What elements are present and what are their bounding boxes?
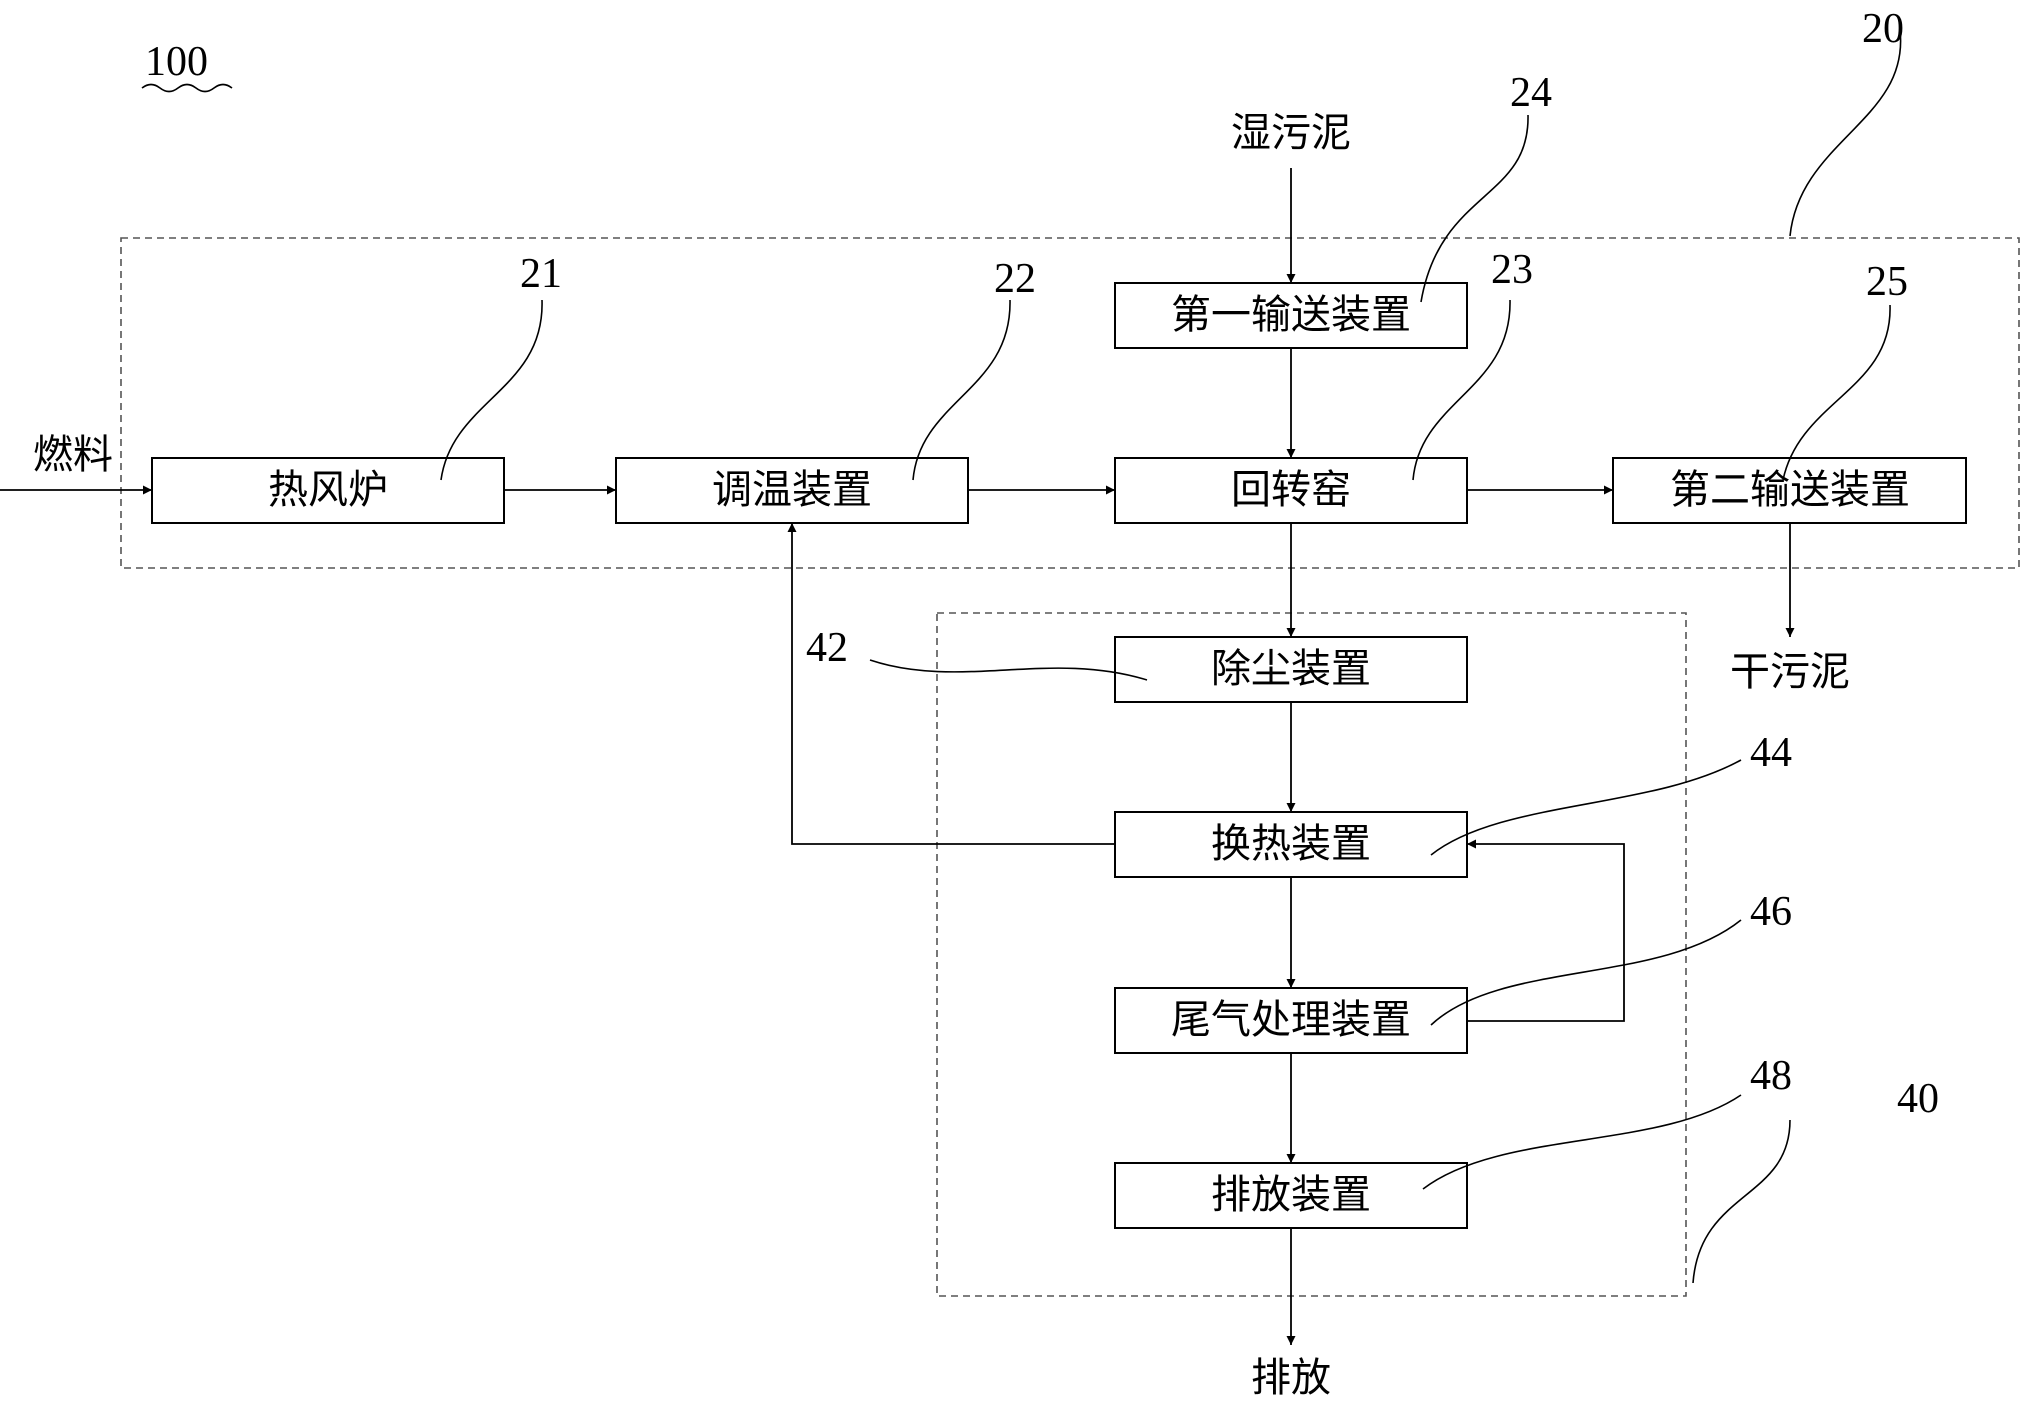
ref-46-leader	[1430, 919, 1742, 1026]
discharge-output-label: 排放	[1251, 1355, 1331, 1401]
ref-22-label: 22	[994, 256, 1036, 302]
ref-25-label: 25	[1866, 259, 1908, 305]
ref-24-label: 24	[1510, 70, 1552, 116]
ref-20-label: 20	[1862, 6, 1904, 52]
ref-40-leader	[1692, 1119, 1791, 1284]
ref-23-leader	[1412, 299, 1511, 481]
exhaust-treatment-label: 尾气处理装置	[1171, 997, 1411, 1043]
ref-22-leader	[912, 299, 1011, 481]
ref-21-label: 21	[520, 251, 562, 297]
first-conveyor-node: 第一输送装置	[1114, 282, 1468, 349]
wet-sludge-input-label: 湿污泥	[1231, 110, 1351, 156]
ref-21-leader	[440, 299, 543, 481]
exhaust-treatment-node: 尾气处理装置	[1114, 987, 1468, 1054]
temperature-regulator-label: 调温装置	[712, 467, 872, 513]
hot-air-furnace-label: 热风炉	[268, 467, 388, 513]
ref-24-leader	[1420, 114, 1529, 303]
figure-ref-underline	[141, 83, 233, 93]
fuel-input-label: 燃料	[33, 432, 113, 478]
figure-ref-label: 100	[145, 39, 208, 85]
ref-48-leader	[1422, 1094, 1742, 1190]
dry-sludge-output-label: 干污泥	[1730, 649, 1850, 695]
ref-42-label: 42	[806, 625, 848, 671]
dust-removal-label: 除尘装置	[1211, 646, 1371, 692]
hot-air-furnace-node: 热风炉	[151, 457, 505, 524]
first-conveyor-label: 第一输送装置	[1171, 292, 1411, 338]
discharge-device-node: 排放装置	[1114, 1162, 1468, 1229]
ref-44-label: 44	[1750, 730, 1792, 776]
heat-exchanger-node: 换热装置	[1114, 811, 1468, 878]
second-conveyor-node: 第二输送装置	[1612, 457, 1967, 524]
ref-20-leader	[1789, 29, 1902, 237]
second-conveyor-label: 第二输送装置	[1670, 467, 1910, 513]
drying-unit-group	[120, 237, 2020, 569]
ref-44-leader	[1430, 759, 1742, 856]
gas-treatment-group	[936, 612, 1687, 1297]
ref-46-label: 46	[1750, 889, 1792, 935]
dust-removal-node: 除尘装置	[1114, 636, 1468, 703]
ref-48-label: 48	[1750, 1053, 1792, 1099]
rotary-kiln-label: 回转窑	[1231, 467, 1351, 513]
exchanger-return-to-regulator-arrow	[787, 523, 1115, 845]
exhaust-loop-to-exchanger-arrow	[1467, 839, 1625, 1022]
ref-23-label: 23	[1491, 247, 1533, 293]
discharge-device-label: 排放装置	[1211, 1172, 1371, 1218]
heat-exchanger-label: 换热装置	[1211, 821, 1371, 867]
ref-42-leader	[869, 659, 1148, 681]
ref-40-label: 40	[1897, 1076, 1939, 1122]
ref-25-leader	[1782, 304, 1891, 481]
